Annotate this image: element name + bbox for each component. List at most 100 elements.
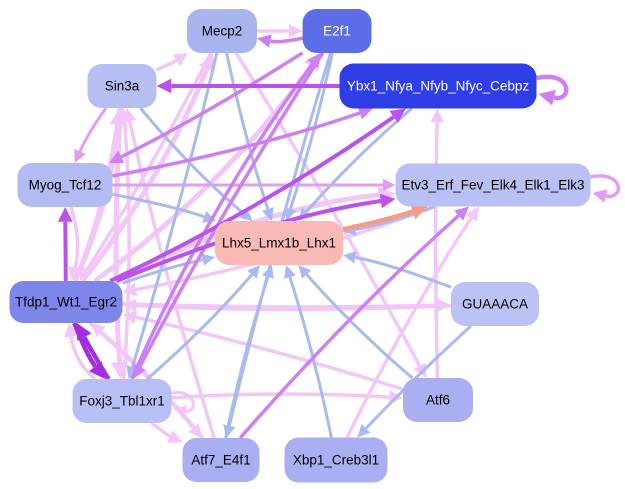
node-guaaaca[interactable]: GUAAACA [451,282,539,326]
edge-sin3a-foxj3 [113,107,124,363]
arrowhead-lhx5-etv3 [410,203,428,220]
edge-foxj3-tfdp1 [82,336,111,381]
arrowhead-tfdp1-etv3 [379,193,396,209]
edge-e2f1-lhx5 [288,52,334,210]
edge-xbp1-etv3 [345,216,473,439]
edge-tfdp1-guaaaca [122,302,438,309]
node-box-ybx1[interactable] [339,63,537,109]
edge-xbp1-lhx5 [288,276,333,438]
edge-foxj3-sin3a [121,121,131,380]
arrowhead-foxj3-e2f1 [307,53,321,69]
node-sin3a[interactable]: Sin3a [87,64,157,108]
arrowhead-sin3a-myog [74,149,86,163]
edge-mecp2-lhx5 [225,52,270,210]
arrowhead-foxj3-tfdp1 [64,323,78,338]
arrowhead-foxj3-lhx5 [247,265,261,279]
self-loop-ybx1 [536,74,569,101]
node-etv3[interactable]: Etv3_Erf_Fev_Elk4_Elk1_Elk3 [395,163,591,207]
node-box-guaaaca[interactable] [451,282,539,326]
edge-tfdp1-myog [63,221,68,282]
arrowhead-atf7-etv3 [454,206,469,221]
edge-tfdp1-ybx1 [109,115,395,283]
node-myog[interactable]: Myog_Tcf12 [17,163,113,207]
node-atf6[interactable]: Atf6 [403,378,473,422]
edge-foxj3-tfdp1 [69,336,97,381]
arrowhead-xbp1-etv3 [465,206,479,222]
self-loop-arrowhead-etv3 [592,189,608,203]
edge-sin3a-mecp2 [155,58,178,72]
arrowhead-tfdp1-ybx1 [389,108,406,123]
arrowhead-atf6-ybx1 [430,108,444,123]
edge-atf6-tfdp1 [135,315,404,391]
arrowhead-e2f1-mecp2 [257,34,272,48]
node-box-myog[interactable] [17,163,113,207]
edge-foxj3-lhx5 [146,273,254,381]
edge-etv3-lhx5 [355,205,436,231]
arrowhead-myog-etv3 [382,178,396,192]
node-box-xbp1[interactable] [284,437,388,483]
arrowhead-foxj3-tfdp1 [76,323,92,341]
arrowhead-tfdp1-lhx5 [201,253,215,266]
node-box-foxj3[interactable] [72,379,172,423]
node-tfdp1[interactable]: Tfdp1_Wt1_Egr2 [9,281,123,323]
arrowhead-sin3a-lhx5 [239,208,253,221]
node-atf7[interactable]: Atf7_E4f1 [182,438,260,482]
node-box-lhx5[interactable] [215,221,343,265]
node-ybx1[interactable]: Ybx1_Nfya_Nfyb_Nfyc_Cebpz [339,63,537,109]
arrowhead-e2f1-atf7 [223,424,236,438]
arrowhead-myog-tfdp1 [68,266,82,281]
arrowhead-foxj3-atf7 [167,430,183,443]
edge-sin3a-myog [78,107,108,153]
edge-e2f1-mecp2 [270,36,303,44]
edge-foxj3-atf7 [150,421,171,439]
arrowhead-guaaaca-lhx5 [343,251,357,264]
arrowhead-atf7-sin3a [123,108,137,123]
arrowhead-atf6-lhx5 [298,265,312,279]
edge-e2f1-myog [120,51,304,159]
edge-atf6-lhx5 [305,273,414,380]
arrowhead-tfdp1-myog [57,207,73,222]
node-e2f1[interactable]: E2f1 [302,9,372,53]
node-box-tfdp1[interactable] [9,281,123,323]
arrowhead-guaaaca-xbp1 [357,424,371,438]
self-loop-foxj3 [171,391,195,413]
arrowhead-ybx1-sin3a [156,78,172,94]
arrowhead-mecp2-tfdp1 [79,265,93,281]
arrowhead-xbp1-lhx5 [284,265,296,279]
arrowhead-sin3a-mecp2 [172,53,188,67]
node-box-atf6[interactable] [403,378,473,422]
arrowhead-tfdp1-guaaaca [437,298,451,313]
node-mecp2[interactable]: Mecp2 [187,9,257,53]
node-box-sin3a[interactable] [87,64,157,108]
self-loop-arrowhead-ybx1 [538,89,556,106]
arrowhead-mecp2-e2f1 [288,24,303,38]
arrowhead-myog-ybx1 [357,106,373,120]
arrowhead-tfdp1-atf7 [188,423,203,438]
arrowhead-e2f1-lhx5 [284,207,297,221]
self-loop-arrowhead-foxj3 [173,405,187,418]
node-box-e2f1[interactable] [302,9,372,53]
self-loop-etv3 [590,174,621,198]
node-foxj3[interactable]: Foxj3_Tbl1xr1 [72,379,172,423]
node-xbp1[interactable]: Xbp1_Creb3l1 [284,437,388,483]
edge-mecp2-tfdp1 [85,52,213,271]
edge-myog-ybx1 [112,111,361,178]
edge-tfdp1-mecp2 [80,67,210,283]
arrowhead-e2f1-myog [109,150,125,163]
node-lhx5[interactable]: Lhx5_Lmx1b_Lhx1 [215,221,343,265]
edge-guaaaca-lhx5 [355,255,452,289]
edge-atf6-ybx1 [433,122,440,379]
edge-e2f1-foxj3 [138,52,325,368]
node-box-etv3[interactable] [395,163,591,207]
edge-mecp2-foxj3 [130,52,219,368]
node-box-mecp2[interactable] [187,9,257,53]
arrowhead-mecp2-lhx5 [262,207,274,221]
arrowhead-atf6-tfdp1 [122,310,138,324]
edge-foxj3-e2f1 [130,62,314,380]
node-box-atf7[interactable] [182,438,260,482]
edge-atf7-etv3 [238,214,460,440]
edge-myog-lhx5 [112,192,205,219]
arrowhead-mecp2-atf6 [413,362,427,378]
